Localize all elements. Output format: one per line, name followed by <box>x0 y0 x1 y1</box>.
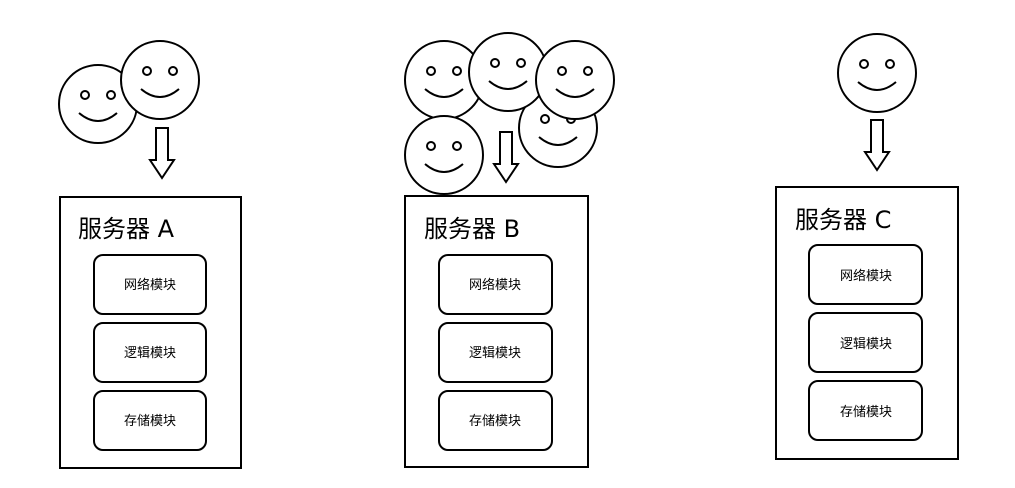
server-c-storage-module <box>808 380 923 441</box>
server-c-network-module-label: 网络模块 <box>840 268 892 284</box>
server-a-network-module <box>93 254 207 315</box>
smiley-face-icon <box>468 32 548 112</box>
server-a-storage-module <box>93 390 207 451</box>
server-c-title: 服务器 C <box>795 206 891 234</box>
server-a-title: 服务器 A <box>78 215 175 243</box>
server-b-network-module-label: 网络模块 <box>469 277 521 293</box>
server-b-logic-module-label: 逻辑模块 <box>469 346 521 361</box>
down-arrow-icon <box>493 131 519 183</box>
server-a-logic-module-label: 逻辑模块 <box>124 346 176 361</box>
server-b-storage-module-label: 存储模块 <box>469 414 521 429</box>
server-a-storage-module-label: 存储模块 <box>124 414 176 429</box>
smiley-face-icon <box>120 40 200 120</box>
server-c-network-module <box>808 244 923 305</box>
smiley-face-icon <box>404 115 484 195</box>
server-a-logic-module <box>93 322 207 383</box>
users-a <box>58 40 200 144</box>
server-a-network-module-label: 网络模块 <box>124 277 176 293</box>
smiley-face-icon <box>535 40 615 120</box>
server-b-network-module <box>438 254 553 315</box>
server-b-logic-module <box>438 322 553 383</box>
smiley-face-icon <box>837 33 917 113</box>
down-arrow-icon <box>864 119 890 171</box>
server-c-logic-module <box>808 312 923 373</box>
server-a-group: 服务器 A 网络模块 逻辑模块 存储模块 <box>58 40 242 469</box>
server-b-group: 服务器 B 网络模块 逻辑模块 存储模块 <box>404 32 615 468</box>
down-arrow-icon <box>149 127 175 179</box>
server-c-logic-module-label: 逻辑模块 <box>840 337 892 352</box>
server-b-storage-module <box>438 390 553 451</box>
server-c-storage-module-label: 存储模块 <box>840 405 892 420</box>
server-c-group: 服务器 C 网络模块 逻辑模块 存储模块 <box>775 33 959 460</box>
server-b-title: 服务器 B <box>424 215 520 243</box>
